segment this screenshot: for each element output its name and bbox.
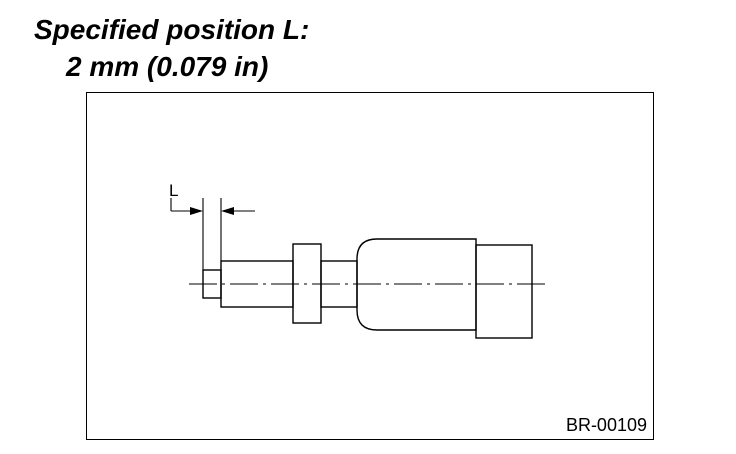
- figure-code: BR-00109: [565, 415, 647, 435]
- dimension-arrowhead-right: [221, 207, 234, 215]
- specified-position-value: 2 mm (0.079 in): [66, 51, 269, 82]
- dimension-label: L: [169, 181, 178, 200]
- shaft-body: [356, 238, 477, 331]
- shaft-head: [475, 244, 533, 339]
- shaft-diagram: L: [169, 181, 549, 339]
- specified-position-label: Specified position L:: [34, 14, 310, 45]
- dimension-arrowhead-left: [190, 207, 203, 215]
- figure-frame: L BR-00109: [86, 92, 654, 440]
